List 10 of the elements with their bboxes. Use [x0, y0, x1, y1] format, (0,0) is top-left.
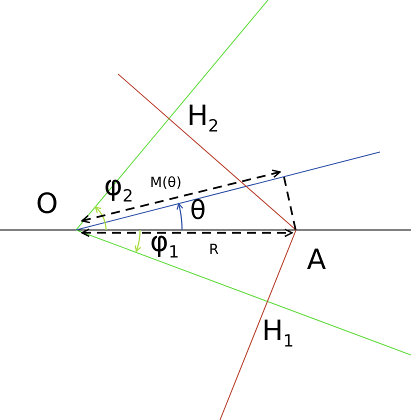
math-label: H$_{2}$ [187, 102, 219, 135]
dashed-arrow [81, 170, 281, 224]
math-label: φ$_{1}$ [150, 228, 180, 261]
edge-label: M(θ) [150, 176, 182, 190]
dashed-arrow [81, 228, 293, 238]
edge-label: R [209, 243, 219, 257]
math-label: θ [190, 198, 206, 224]
math-label: H$_{1}$ [262, 317, 294, 350]
point-label: O [36, 190, 82, 236]
point-label: A [292, 232, 326, 274]
